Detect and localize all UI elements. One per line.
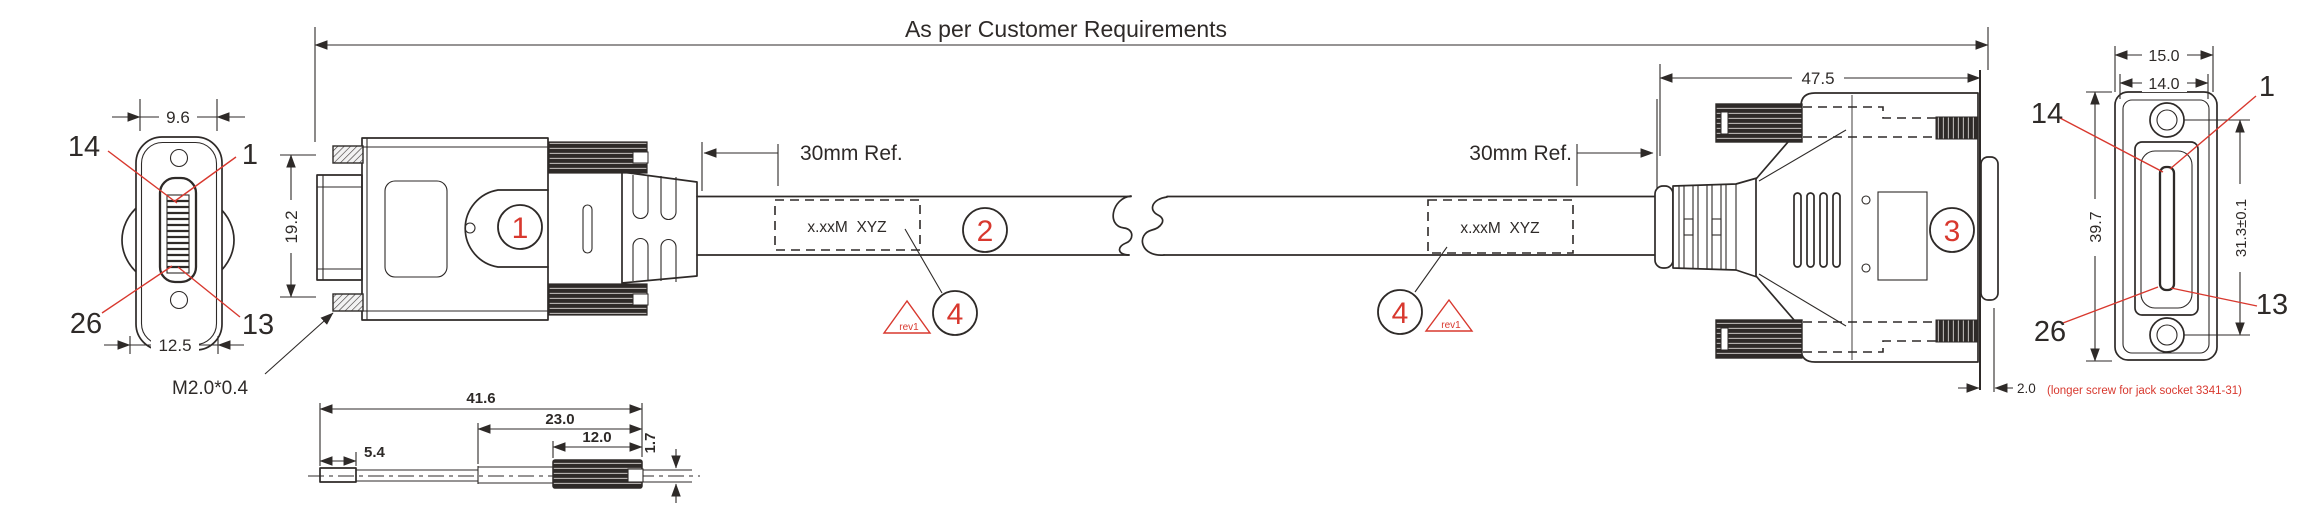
receptacle-pin-slot <box>2158 165 2176 292</box>
receptacle-connector-outer <box>2134 141 2199 316</box>
plug-shell <box>361 137 549 321</box>
dim-31-3: 31.3±0.1 <box>2184 119 2252 336</box>
svg-text:4: 4 <box>1392 297 1409 330</box>
plug-shell-slot <box>582 204 593 254</box>
svg-text:14.0: 14.0 <box>2148 76 2179 93</box>
svg-text:rev1: rev1 <box>1441 320 1461 331</box>
svg-text:23.0: 23.0 <box>545 411 574 428</box>
balloon-4-left: 4 rev1 <box>882 290 978 336</box>
svg-text:2.0: 2.0 <box>2017 381 2036 396</box>
plug-face-view: 9.6 12.5 14 1 26 13 <box>68 99 274 355</box>
plug-face-screw-hole-top <box>169 148 189 168</box>
dim-2-0: 2.0 <box>1958 308 2036 396</box>
svg-text:12.0: 12.0 <box>582 429 611 446</box>
svg-text:15.0: 15.0 <box>2148 48 2179 65</box>
svg-text:x.xxM XYZ: x.xxM XYZ <box>1460 220 1539 237</box>
dim-23-0: 23.0 <box>477 411 643 464</box>
plug-thumbscrew-top <box>332 145 364 164</box>
dim-12-5: 12.5 <box>104 334 244 355</box>
receptacle-thumbscrew-top <box>1715 103 1803 143</box>
pin-label-1: 1 <box>242 139 258 171</box>
plug-shell-recess <box>384 180 448 278</box>
cable-break-symbol <box>1112 195 1168 256</box>
svg-text:31.3±0.1: 31.3±0.1 <box>2233 199 2250 257</box>
dim-30mm-right: 30mm Ref. <box>1469 99 1658 188</box>
screw-slot <box>627 468 644 483</box>
receptacle-face-view: 15.0 14.0 39.7 31.3±0.1 14 1 26 <box>2031 45 2288 362</box>
receptacle-face-pin-callouts: 14 1 26 13 <box>2031 71 2288 348</box>
plug-thumbscrew-bottom <box>332 293 364 312</box>
balloon-2: 2 <box>962 207 1008 253</box>
receptacle-label-window <box>1877 191 1928 281</box>
plug-shell-pivot-hole <box>464 222 476 234</box>
receptacle-strain-relief <box>1654 177 1758 278</box>
pin-label-13: 13 <box>242 309 274 341</box>
thumbscrew-detail-view: 41.6 23.0 12.0 5.4 1.7 <box>308 390 700 503</box>
receptacle-face-outer <box>2114 91 2218 361</box>
plug-face-screw-hole-bottom <box>169 290 189 310</box>
overall-length-dimension: As per Customer Requirements <box>314 16 1989 142</box>
pin-label-14: 14 <box>2031 98 2063 130</box>
rev-triangle-left <box>882 299 932 334</box>
cable-print-label-left: x.xxM XYZ <box>774 199 943 294</box>
dim-14-0: 14.0 <box>2119 73 2209 99</box>
pin-label-26: 26 <box>2034 316 2066 348</box>
dim-12-0: 12.0 <box>552 429 643 458</box>
svg-text:12.5: 12.5 <box>158 336 191 355</box>
svg-text:rev1: rev1 <box>899 322 919 333</box>
balloon-1: 1 <box>497 204 543 250</box>
plug-side-view: 19.2 1 M2.0*0.4 <box>172 137 698 399</box>
cable-print-label-right: x.xxM XYZ <box>1414 199 1574 293</box>
dim-15-0: 15.0 <box>2114 45 2214 92</box>
dim-1-7: 1.7 <box>642 433 681 503</box>
plug-mating-flange <box>316 174 363 281</box>
screw-thread-tip <box>319 467 357 483</box>
balloon-4-right: 4 rev1 <box>1377 289 1474 335</box>
dim-30mm-left: 30mm Ref. <box>701 142 903 191</box>
dim-47-5: 47.5 <box>1659 64 1981 156</box>
receptacle-side-view: 47.5 3 <box>1654 64 2242 397</box>
dim-9-6: 9.6 <box>112 99 245 131</box>
dim-19-2: 19.2 <box>280 154 316 298</box>
svg-text:30mm Ref.: 30mm Ref. <box>1469 142 1572 165</box>
svg-text:30mm Ref.: 30mm Ref. <box>800 142 903 165</box>
svg-text:1: 1 <box>512 212 529 245</box>
jack-socket-note: (longer screw for jack socket 3341-31) <box>2047 385 2242 397</box>
receptacle-vent-slots <box>1793 192 1841 268</box>
overall-length-label: As per Customer Requirements <box>905 16 1227 42</box>
svg-text:x.xxM XYZ: x.xxM XYZ <box>807 219 886 236</box>
svg-text:41.6: 41.6 <box>466 390 495 407</box>
rev-triangle-right <box>1424 298 1474 332</box>
svg-text:M2.0*0.4: M2.0*0.4 <box>172 378 248 399</box>
receptacle-hidden-screw-channels <box>1803 106 1979 353</box>
pin-label-13: 13 <box>2256 289 2288 321</box>
svg-text:4: 4 <box>947 298 964 331</box>
plug-face-pin-callouts: 14 1 26 13 <box>68 131 274 341</box>
svg-text:47.5: 47.5 <box>1801 69 1834 88</box>
receptacle-jack-tab <box>1980 156 1999 301</box>
plug-face-shroud <box>158 176 198 284</box>
receptacle-hood <box>1755 92 1979 363</box>
plug-strain-relief <box>621 171 698 284</box>
svg-text:9.6: 9.6 <box>166 108 190 127</box>
thread-callout: M2.0*0.4 <box>172 312 334 399</box>
svg-text:3: 3 <box>1944 215 1961 248</box>
plug-face-pin-ladder <box>166 194 190 274</box>
balloon-3: 3 <box>1929 207 1975 253</box>
pin-label-14: 14 <box>68 131 100 163</box>
pin-label-1: 1 <box>2259 71 2275 103</box>
dim-39-7: 39.7 <box>2085 91 2112 362</box>
dim-5-4: 5.4 <box>319 444 386 466</box>
cable-run: 30mm Ref. 30mm Ref. x.xxM XYZ x.xxM XYZ … <box>696 99 1658 336</box>
svg-text:39.7: 39.7 <box>2088 211 2105 242</box>
plug-cable-clamp <box>548 141 649 316</box>
svg-text:1.7: 1.7 <box>642 433 659 454</box>
pin-label-26: 26 <box>70 308 102 340</box>
svg-text:5.4: 5.4 <box>364 444 386 461</box>
receptacle-thumbscrew-bottom <box>1715 319 1803 359</box>
svg-text:2: 2 <box>977 215 994 248</box>
svg-text:19.2: 19.2 <box>282 210 301 243</box>
